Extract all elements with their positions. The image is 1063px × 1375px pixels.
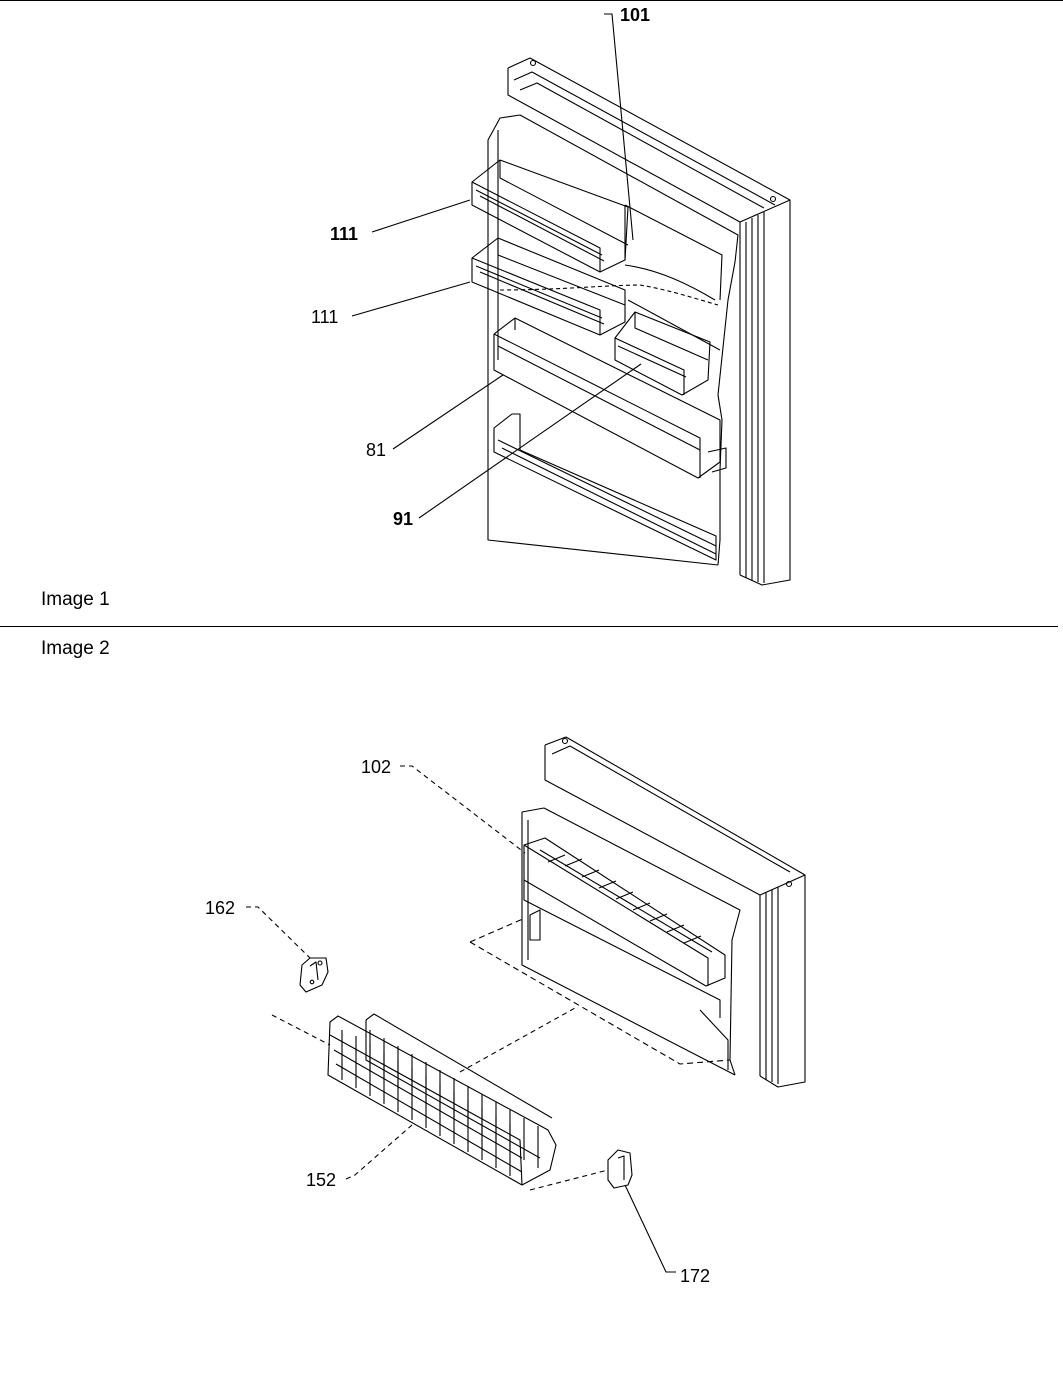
wire-basket <box>327 1013 557 1186</box>
callout-102: 102 <box>361 757 391 777</box>
upper-door-bin <box>471 159 629 273</box>
image-2-caption: Image 2 <box>41 638 110 659</box>
basket-left-clip <box>299 957 329 993</box>
callout-91: 91 <box>393 509 413 529</box>
basket-right-clip <box>607 1149 633 1189</box>
small-door-bin <box>614 311 711 396</box>
door-bottom-shelf <box>493 413 717 561</box>
section-divider <box>0 626 1058 627</box>
callout-111-upper: 111 <box>330 224 358 244</box>
callout-152: 152 <box>306 1170 336 1190</box>
door-assembly-drawing <box>471 57 791 586</box>
image-2-leaders <box>246 765 676 1273</box>
lower-door-drawing <box>469 736 806 1088</box>
door-shelf <box>493 317 727 479</box>
image-1-leaders <box>351 13 642 519</box>
middle-door-bin <box>471 237 626 336</box>
callout-162: 162 <box>205 898 235 918</box>
callout-101: 101 <box>620 5 650 25</box>
callout-172: 172 <box>680 1266 710 1286</box>
top-divider <box>0 0 1063 1</box>
callout-111-lower: 111 <box>311 307 338 327</box>
image-1-caption: Image 1 <box>41 589 110 610</box>
callout-81: 81 <box>366 440 386 460</box>
